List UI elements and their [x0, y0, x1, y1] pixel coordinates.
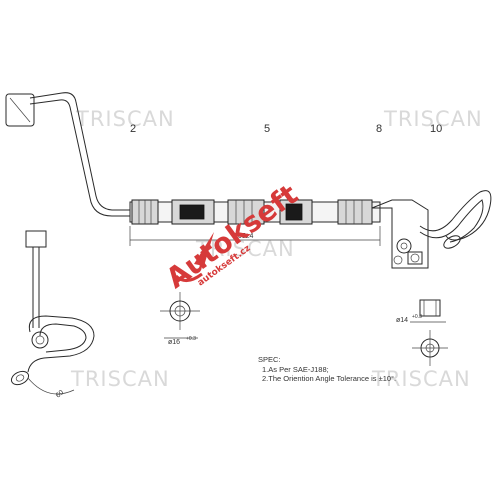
spec-line-1: 1.As Per SAE-J188; [262, 365, 329, 374]
detail-16-outer-circle [169, 300, 191, 322]
section-detail-16: ø16 +0.3 [160, 292, 200, 346]
bracket-plate [371, 199, 429, 269]
side-view-end-fitting [10, 370, 30, 386]
right-bracket-assembly [371, 190, 492, 269]
dimension-14-label: ø14 [396, 317, 408, 324]
side-view-assembly: 60 [10, 230, 95, 400]
angle-arc [27, 377, 75, 395]
section-label-2: 2 [130, 123, 136, 135]
watermark-triscan-bottom-right: TRISCAN [371, 367, 471, 391]
spec-notes: SPEC: 1.As Per SAE-J188; 2.The Oriention… [258, 355, 396, 383]
section-detail-14: ø14 +0.3 [396, 299, 448, 366]
pipe-outer-line [29, 92, 130, 211]
loop-pipe-outer [419, 190, 492, 241]
dimension-16-label: ø16 [168, 339, 180, 346]
hose-body: 365±4 [129, 199, 381, 246]
loop-end-fitting [443, 235, 461, 249]
section-label-5: 5 [264, 123, 270, 135]
watermark-triscan-top-right: TRISCAN [383, 107, 483, 131]
side-view-banjo [31, 331, 49, 349]
section-label-8: 8 [376, 123, 382, 135]
logo-swoosh [174, 232, 214, 282]
pipe-inner-line [29, 99, 130, 217]
detail-14-top-fitting [419, 299, 441, 317]
fitting-right [337, 199, 373, 225]
spec-title: SPEC: [258, 355, 281, 364]
side-coil-inner [39, 323, 87, 353]
side-coil-outer [27, 315, 95, 373]
fitting-middle [227, 199, 265, 225]
loop-pipe-inner [419, 199, 484, 243]
top-left-fitting [5, 93, 35, 127]
dimension-14-tolerance: +0.3 [412, 314, 422, 320]
dimension-60-label: 60 [55, 389, 66, 399]
spec-line-2: 2.The Oriention Angle Tolerance is ±10°. [262, 374, 396, 383]
watermark-triscan-top-left: TRISCAN [75, 107, 175, 131]
band-marking [179, 204, 205, 220]
dimension-main-label: 365±4 [234, 233, 254, 240]
side-view-top-fitting [25, 230, 47, 248]
left-pipe-assembly [5, 92, 130, 217]
dimension-16-tolerance: +0.3 [186, 336, 196, 342]
watermark-triscan-bottom-left: TRISCAN [70, 367, 170, 391]
section-label-10: 10 [430, 123, 442, 135]
detail-16-inner-circle [174, 305, 186, 317]
watermark-triscan-center: TRISCAN [195, 237, 295, 261]
